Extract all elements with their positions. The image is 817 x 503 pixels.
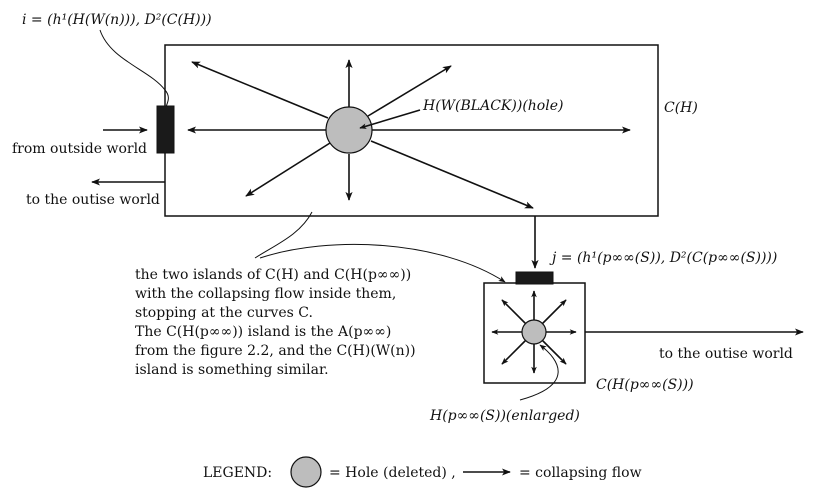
big-hole-label: H(W(BLACK))(hole) — [422, 98, 563, 114]
small-flow-down-right — [541, 339, 567, 365]
i-leader-curve — [99, 29, 169, 109]
legend: LEGEND: = Hole (deleted) , = collapsing … — [203, 456, 642, 488]
gate-i — [156, 105, 175, 154]
enlarged-hole-label: H(p∞∞(S))(enlarged) — [429, 408, 580, 424]
j-formula: j = (h¹(p∞∞(S)), D²(C(p∞∞(S)))) — [549, 250, 777, 266]
to-outside-label-left: to the outise world — [26, 192, 160, 208]
paragraph-line-1: the two islands of C(H) and C(H(p∞∞)) — [135, 267, 411, 283]
small-hole-flow — [491, 290, 577, 374]
paragraph-line-4: The C(H(p∞∞)) island is the A(p∞∞) — [135, 324, 391, 340]
paragraph-line-2: with the collapsing flow inside them, — [135, 286, 396, 302]
flow-arrow-up-right — [367, 65, 452, 117]
small-flow-up-left — [501, 299, 527, 325]
legend-hole-icon — [290, 456, 322, 488]
flow-arrow-up-left — [191, 61, 329, 119]
from-outside-label: from outside world — [12, 141, 147, 157]
island-box-small-label: C(H(p∞∞(S))) — [596, 377, 694, 393]
i-formula: i = (h¹(H(W(n))), D²(C(H))) — [22, 12, 212, 28]
legend-title: LEGEND: — [203, 465, 272, 481]
paragraph-line-3: stopping at the curves C. — [135, 305, 313, 321]
big-hole — [325, 106, 373, 154]
small-flow-down-left — [501, 339, 527, 365]
legend-flow-text: = collapsing flow — [519, 465, 642, 481]
legend-hole-text: = Hole (deleted) , — [329, 465, 456, 481]
paragraph-curve-right — [259, 243, 506, 283]
big-hole-pointer — [359, 109, 421, 129]
island-box-ch-label: C(H) — [664, 100, 698, 116]
flow-arrow-down-left — [245, 142, 331, 197]
gate-j — [515, 271, 554, 285]
enlarged-pointer-curve — [519, 344, 559, 401]
paragraph-line-5: from the figure 2.2, and the C(H)(W(n)) — [135, 343, 416, 359]
paragraph-curve-left — [254, 211, 313, 259]
small-flow-up-right — [541, 299, 567, 325]
big-hole-flow — [187, 59, 631, 209]
paragraph-line-6: island is something similar. — [135, 362, 329, 378]
small-hole — [521, 319, 547, 345]
flow-arrow-down-right — [370, 140, 534, 209]
to-outside-label-right: to the outise world — [659, 346, 793, 362]
